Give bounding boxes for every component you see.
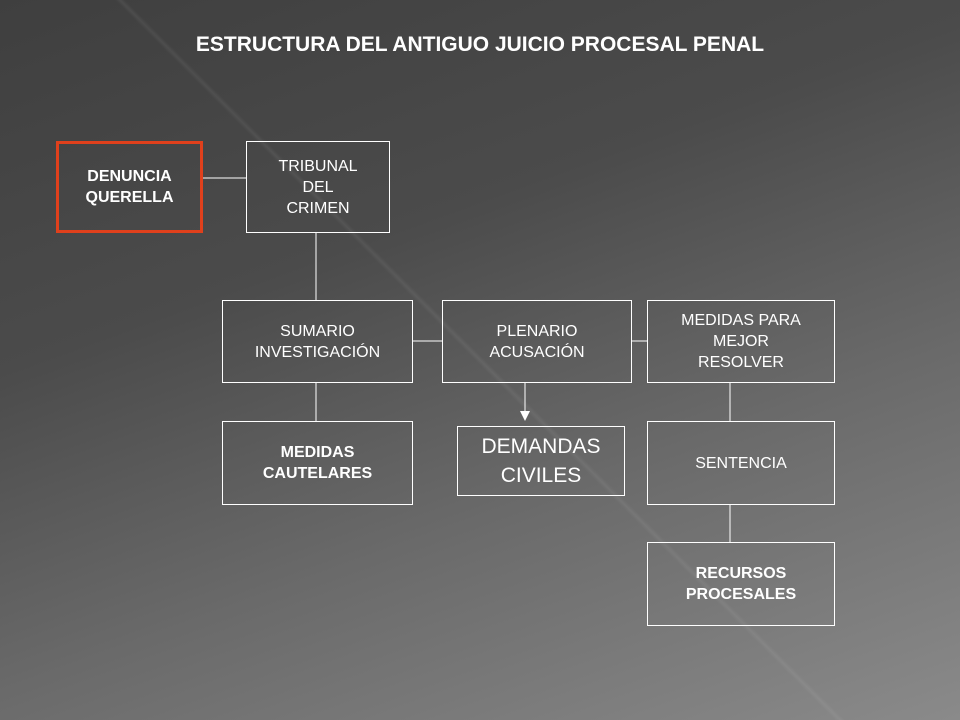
node-demandas-civiles-label: DEMANDAS CIVILES — [481, 435, 601, 487]
node-medidas-para-mejor-resolver-label: MEDIDAS PARA MEJOR RESOLVER — [681, 312, 801, 371]
node-sentencia-label: SENTENCIA — [695, 454, 787, 472]
node-medidas-cautelares-label: MEDIDAS CAUTELARES — [262, 444, 373, 482]
node-plenario-acusacion: PLENARIO ACUSACIÓN — [442, 300, 632, 383]
node-sumario-investigacion-label: SUMARIO INVESTIGACIÓN — [254, 322, 381, 361]
node-recursos-procesales-label: RECURSOS PROCESALES — [685, 565, 797, 603]
page-title: ESTRUCTURA DEL ANTIGUO JUICIO PROCESAL P… — [195, 33, 765, 56]
node-medidas-cautelares: MEDIDAS CAUTELARES — [222, 421, 413, 505]
node-medidas-para-mejor-resolver: MEDIDAS PARA MEJOR RESOLVER — [647, 300, 835, 383]
node-recursos-procesales: RECURSOS PROCESALES — [647, 542, 835, 626]
node-denuncia-querella-label: DENUNCIA QUERELLA — [85, 168, 174, 206]
node-plenario-acusacion-label: PLENARIO ACUSACIÓN — [489, 322, 585, 361]
node-sentencia: SENTENCIA — [647, 421, 835, 505]
node-tribunal-del-crimen: TRIBUNAL DEL CRIMEN — [246, 141, 390, 233]
node-tribunal-del-crimen-label: TRIBUNAL DEL CRIMEN — [278, 157, 358, 217]
node-denuncia-querella: DENUNCIA QUERELLA — [56, 141, 203, 233]
node-demandas-civiles: DEMANDAS CIVILES — [457, 426, 625, 496]
node-sumario-investigacion: SUMARIO INVESTIGACIÓN — [222, 300, 413, 383]
